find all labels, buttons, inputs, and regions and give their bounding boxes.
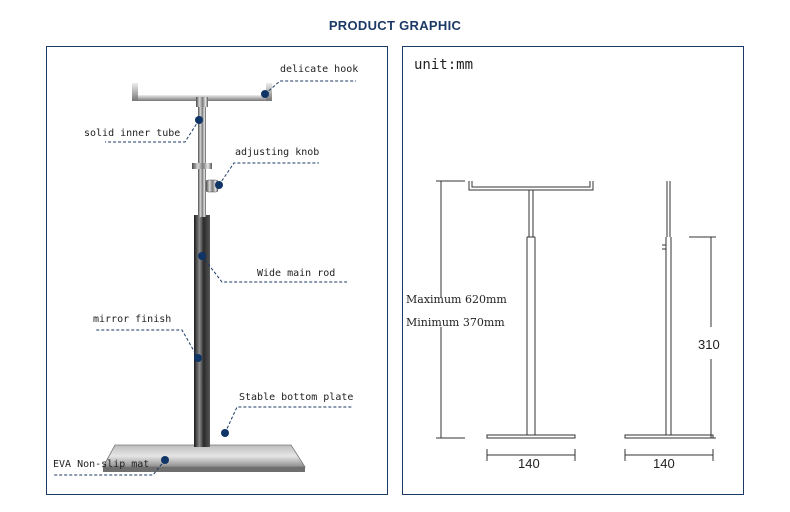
dimension-drawing <box>436 180 716 461</box>
dot-knob <box>215 181 223 189</box>
dot-plate <box>221 429 229 437</box>
front-inner-tube <box>528 190 534 237</box>
page-title: PRODUCT GRAPHIC <box>328 18 462 33</box>
min-height-label: Minimum 370mm <box>406 316 505 329</box>
callout-line-inner-tube <box>105 119 200 143</box>
max-height-label: Maximum 620mm <box>406 293 507 306</box>
hook-right <box>266 83 272 101</box>
side-height-ticks <box>689 236 716 439</box>
side-inner-tube <box>666 181 671 237</box>
callout-line-mat <box>53 459 166 476</box>
main-rod <box>194 215 210 447</box>
hook-left <box>132 83 138 101</box>
callout-wide-main-rod: Wide main rod <box>257 268 336 279</box>
rod-collar <box>192 163 212 169</box>
product-photo-panel: delicate hook solid inner tube adjusting… <box>46 46 388 495</box>
callout-line-main-rod <box>201 255 347 283</box>
front-height-ticks <box>436 180 465 439</box>
dot-main-rod <box>198 252 206 260</box>
callout-eva-mat: EVA Non-slip mat <box>53 459 150 470</box>
callout-solid-inner-tube: solid inner tube <box>84 128 181 139</box>
front-width-value: 140 <box>518 456 540 471</box>
side-main-rod <box>665 237 672 435</box>
front-top-bar <box>468 181 594 191</box>
callout-line-mirror <box>95 329 199 359</box>
dot-inner-tube <box>195 116 203 124</box>
dot-mat <box>161 456 169 464</box>
dot-hook <box>261 90 269 98</box>
bottom-plate-edge <box>103 467 305 472</box>
side-knob <box>662 244 667 250</box>
inner-tube <box>198 105 206 217</box>
side-height-value: 310 <box>698 337 720 352</box>
callout-line-plate <box>224 406 353 434</box>
callout-mirror-finish: mirror finish <box>93 314 172 325</box>
technical-drawing-panel: unit:mm Maximum 620mm Minimum 370mm <box>402 46 744 495</box>
front-base <box>486 434 576 439</box>
side-width-line <box>624 449 714 461</box>
dot-mirror <box>194 354 202 362</box>
callout-delicate-hook: delicate hook <box>280 64 359 75</box>
callout-line-hook <box>264 80 356 95</box>
t-joint <box>196 97 208 107</box>
side-width-value: 140 <box>653 456 675 471</box>
unit-label: unit:mm <box>414 57 474 73</box>
callout-line-knob <box>218 162 319 186</box>
front-main-rod <box>526 236 536 435</box>
callout-adjusting-knob: adjusting knob <box>235 147 320 158</box>
product-illustration <box>53 80 356 476</box>
front-width-line <box>486 449 576 461</box>
callout-stable-bottom-plate: Stable bottom plate <box>239 392 354 403</box>
